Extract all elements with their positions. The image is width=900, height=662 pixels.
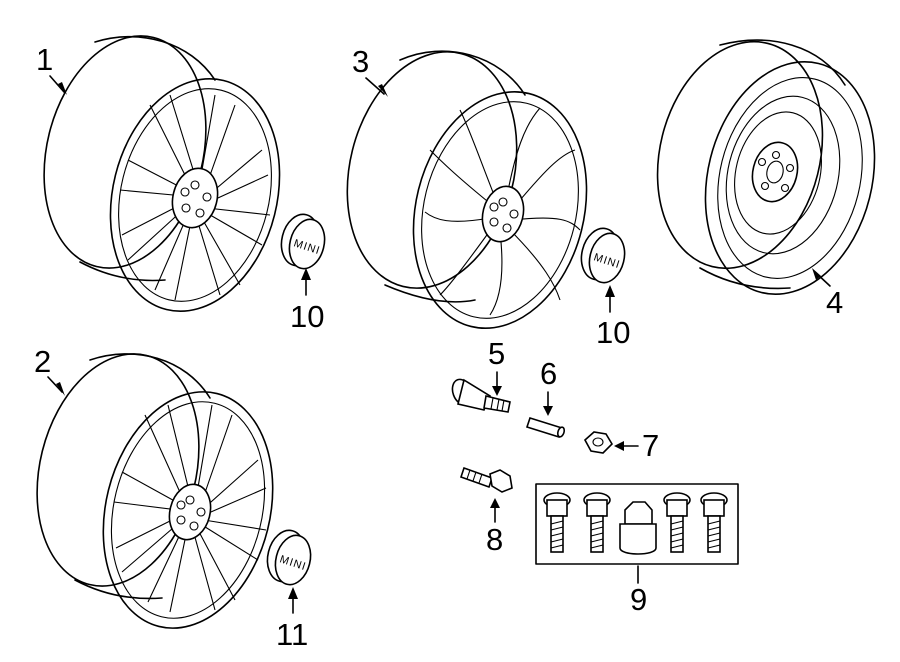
center-cap-c: MINI	[266, 529, 312, 586]
callout-8: 8	[486, 522, 503, 557]
callout-5: 5	[488, 336, 505, 371]
callout-2: 2	[34, 344, 51, 379]
lock-set-box	[535, 483, 739, 565]
wheel-bolt	[459, 466, 513, 493]
lock-key-adapter	[619, 501, 657, 555]
callout-7: 7	[642, 428, 659, 463]
lock-set	[535, 483, 739, 565]
callout-4: 4	[826, 285, 843, 320]
leader-1	[49, 75, 65, 93]
wheel-3	[346, 50, 588, 329]
arrow-10a	[301, 268, 311, 280]
wheel-2	[36, 353, 274, 629]
leader-2	[47, 376, 63, 393]
arrow-6	[543, 406, 553, 416]
valve-stem	[451, 378, 511, 413]
callout-9: 9	[630, 582, 647, 617]
callout-6: 6	[540, 356, 557, 391]
arrow-1	[58, 82, 67, 95]
pin	[525, 417, 566, 438]
callout-1: 1	[36, 42, 53, 77]
spare-wheel	[656, 39, 876, 296]
callout-11: 11	[276, 617, 308, 652]
lock-bolt-1	[543, 492, 571, 553]
leader-3	[365, 77, 385, 95]
callout-10a: 10	[290, 299, 324, 334]
callout-3: 3	[352, 44, 369, 79]
nut	[583, 431, 614, 454]
center-cap-a: MINI	[280, 213, 326, 270]
lock-bolt-4	[700, 492, 728, 553]
lock-bolt-2	[583, 492, 611, 553]
lock-bolt-3	[663, 492, 691, 553]
callout-10b: 10	[596, 315, 630, 350]
arrow-3	[378, 84, 388, 97]
arrow-4	[812, 268, 821, 280]
arrow-2	[56, 382, 65, 396]
arrow-10b	[605, 285, 615, 297]
center-cap-b: MINI	[580, 227, 626, 284]
arrow-8	[490, 498, 500, 508]
arrow-7	[614, 441, 624, 451]
arrow-11	[288, 587, 298, 599]
arrow-5	[492, 386, 502, 396]
wheel-1	[43, 35, 281, 313]
